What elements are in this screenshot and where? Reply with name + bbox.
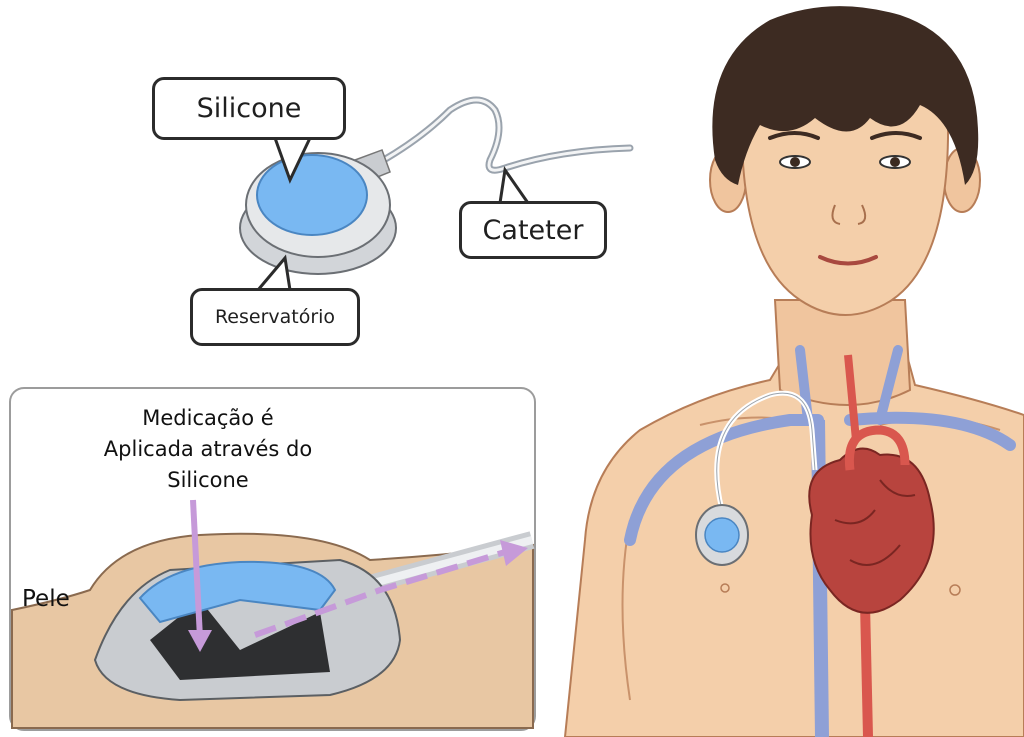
implanted-port-icon bbox=[695, 390, 818, 566]
reservatorio-pointer bbox=[256, 254, 292, 291]
mouth bbox=[818, 255, 878, 266]
reservatorio-label-text: Reservatório bbox=[214, 306, 336, 328]
medication-line-2: Aplicada através do bbox=[103, 437, 313, 461]
inset-silicone bbox=[138, 560, 337, 624]
medication-caption: Medicação é Aplicada através do Silicone bbox=[78, 403, 338, 496]
cateter-label-text: Cateter bbox=[482, 214, 584, 246]
cateter-label: Cateter bbox=[459, 201, 607, 259]
skin-label: Pele bbox=[22, 586, 70, 612]
subclavian-vein-right bbox=[844, 411, 1016, 451]
cross-section-inset bbox=[9, 387, 536, 731]
heart-body bbox=[808, 447, 935, 614]
callout-pointers bbox=[256, 137, 530, 291]
heart-icon bbox=[808, 425, 935, 614]
subclavian-vein-left bbox=[624, 414, 824, 546]
right-eyebrow bbox=[870, 131, 922, 140]
right-pupil bbox=[890, 157, 900, 167]
jugular-vein-right bbox=[875, 345, 903, 425]
flow-arrow-dashed bbox=[253, 549, 506, 638]
silicone-label-text: Silicone bbox=[196, 93, 302, 124]
left-nipple bbox=[720, 583, 730, 593]
torso bbox=[563, 329, 1024, 737]
device-silicone bbox=[256, 154, 368, 236]
implanted-port-silicone bbox=[704, 517, 740, 553]
cateter-pointer bbox=[498, 166, 530, 204]
carotid-artery bbox=[844, 354, 860, 441]
silicone-label: Silicone bbox=[152, 77, 346, 140]
flow-arrow-icon bbox=[188, 499, 528, 652]
left-pupil bbox=[790, 157, 800, 167]
silicone-pointer bbox=[273, 137, 312, 184]
person-figure-icon bbox=[563, 6, 1024, 737]
hair bbox=[712, 6, 979, 185]
left-eyebrow bbox=[768, 131, 820, 140]
right-nipple bbox=[949, 584, 961, 596]
medication-line-1: Medicação é bbox=[142, 406, 274, 430]
reservatorio-label: Reservatório bbox=[190, 288, 360, 346]
port-device-icon bbox=[239, 96, 634, 275]
heart-detail bbox=[834, 479, 916, 566]
device-catheter bbox=[371, 96, 634, 174]
medication-line-3: Silicone bbox=[167, 468, 249, 492]
aortic-arch bbox=[844, 425, 910, 471]
nose bbox=[831, 204, 867, 225]
injection-arrow bbox=[190, 499, 203, 639]
inset-device-cut bbox=[150, 600, 330, 680]
